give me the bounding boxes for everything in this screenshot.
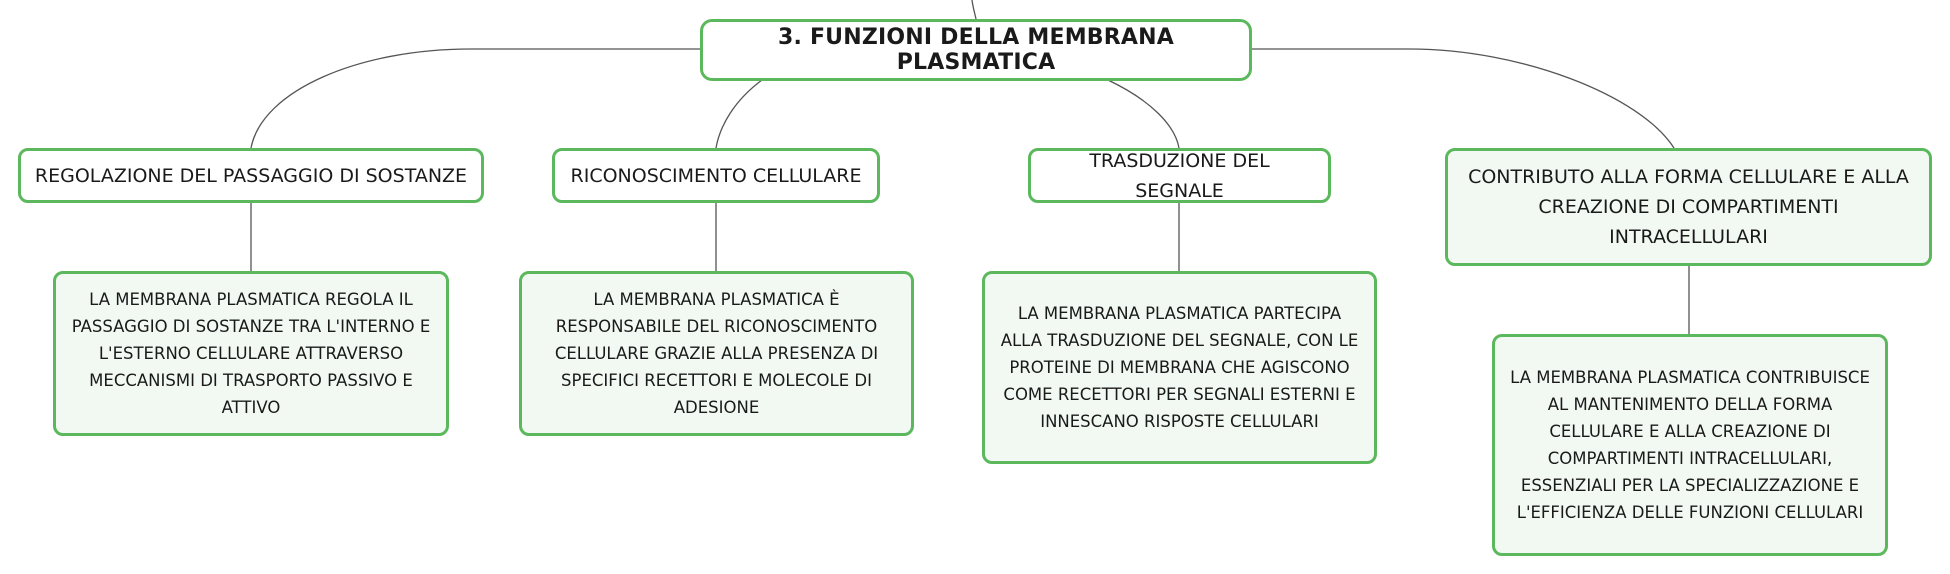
central-topic[interactable]: 3. FUNZIONI DELLA MEMBRANA PLASMATICA [700, 19, 1252, 81]
connector-central-topic-3 [1107, 79, 1180, 149]
detail-text: LA MEMBRANA PLASMATICA È RESPONSABILE DE… [554, 290, 879, 417]
detail-text: LA MEMBRANA PLASMATICA PARTECIPA ALLA TR… [1000, 304, 1359, 431]
topic-trasduzione[interactable]: TRASDUZIONE DEL SEGNALE [1028, 148, 1331, 203]
detail-riconoscimento[interactable]: LA MEMBRANA PLASMATICA È RESPONSABILE DE… [519, 271, 914, 436]
topic-label: TRASDUZIONE DEL SEGNALE [1089, 149, 1270, 202]
topic-label: CONTRIBUTO ALLA FORMA CELLULARE E ALLA C… [1468, 166, 1909, 248]
connector-central-topic-2 [715, 79, 763, 149]
detail-trasduzione[interactable]: LA MEMBRANA PLASMATICA PARTECIPA ALLA TR… [982, 271, 1377, 464]
topic-label: REGOLAZIONE DEL PASSAGGIO DI SOSTANZE [34, 164, 468, 187]
topic-riconoscimento[interactable]: RICONOSCIMENTO CELLULARE [552, 148, 880, 203]
detail-text: LA MEMBRANA PLASMATICA CONTRIBUISCE AL M… [1510, 368, 1870, 522]
connector-central-topic-1 [250, 48, 700, 149]
connector-parent [971, 0, 977, 20]
connector-central-topic-4 [1252, 48, 1675, 149]
topic-regolazione[interactable]: REGOLAZIONE DEL PASSAGGIO DI SOSTANZE [18, 148, 484, 203]
detail-regolazione[interactable]: LA MEMBRANA PLASMATICA REGOLA IL PASSAGG… [53, 271, 449, 436]
detail-text: LA MEMBRANA PLASMATICA REGOLA IL PASSAGG… [71, 290, 431, 417]
topic-contributo-forma[interactable]: CONTRIBUTO ALLA FORMA CELLULARE E ALLA C… [1445, 148, 1932, 266]
detail-contributo-forma[interactable]: LA MEMBRANA PLASMATICA CONTRIBUISCE AL M… [1492, 334, 1888, 556]
central-topic-label: 3. FUNZIONI DELLA MEMBRANA PLASMATICA [778, 25, 1174, 75]
topic-label: RICONOSCIMENTO CELLULARE [570, 164, 862, 187]
